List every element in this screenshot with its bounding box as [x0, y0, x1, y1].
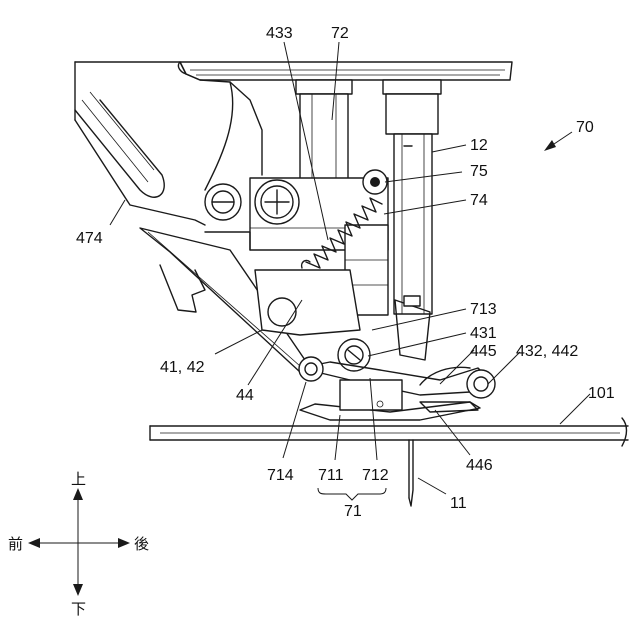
label-433: 433: [266, 25, 293, 42]
label-11: 11: [450, 495, 467, 512]
label-432-442: 432, 442: [516, 343, 578, 360]
label-70: 70: [576, 119, 594, 136]
needle-plate-101: [150, 418, 628, 446]
label-446: 446: [466, 457, 493, 474]
label-71: 71: [344, 503, 362, 520]
label-101: 101: [588, 385, 615, 402]
roller-714-icon: [299, 357, 323, 381]
direction-up-label: 上: [71, 470, 86, 488]
label-712: 712: [362, 467, 389, 484]
screw-phillips-icon: [255, 180, 299, 224]
label-474: 474: [76, 230, 103, 247]
top-housing: [178, 62, 512, 80]
screw-left-icon: [205, 184, 241, 220]
label-41-42: 41, 42: [160, 359, 205, 376]
label-445: 445: [470, 343, 497, 360]
label-714: 714: [267, 467, 294, 484]
link-44: [255, 270, 360, 335]
direction-back-label: 後: [134, 535, 149, 553]
arrow-70-icon: [544, 132, 572, 151]
direction-front-label: 前: [8, 535, 23, 553]
direction-indicator: [28, 488, 130, 596]
label-711: 711: [318, 467, 344, 484]
label-713: 713: [470, 301, 497, 318]
label-431: 431: [470, 325, 497, 342]
label-72: 72: [331, 25, 349, 42]
needle-11: [409, 440, 413, 506]
pin-75-icon: [363, 170, 387, 194]
needle-bar-12: [383, 80, 441, 314]
label-44: 44: [236, 387, 254, 404]
roller-432-442-icon: [467, 370, 495, 398]
label-12: 12: [470, 137, 488, 154]
label-74: 74: [470, 192, 488, 209]
direction-down-label: 下: [71, 600, 86, 618]
label-75: 75: [470, 163, 488, 180]
presser-foot-71: [300, 380, 480, 420]
